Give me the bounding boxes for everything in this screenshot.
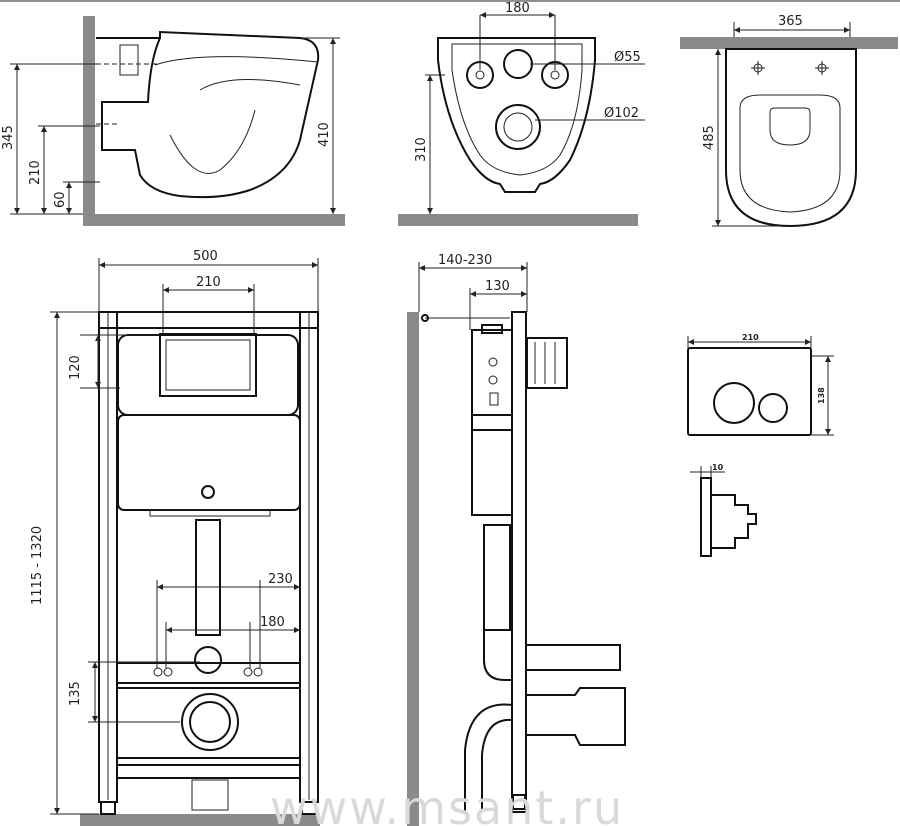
- front-bowl-view: 180 Ø55 Ø102 310: [398, 1, 645, 226]
- dim-plate-210: 210: [742, 333, 759, 342]
- dim-plate-10: 10: [712, 463, 724, 472]
- dim-140-230: 140-230: [438, 253, 492, 268]
- dim-410: 410: [317, 122, 332, 147]
- dim-60: 60: [53, 191, 68, 208]
- dim-dia102: Ø102: [604, 106, 639, 121]
- dim-345: 345: [1, 125, 16, 150]
- dim-135: 135: [68, 681, 83, 706]
- dim-500: 500: [193, 249, 218, 264]
- dim-plate-138: 138: [817, 387, 826, 404]
- dim-210: 210: [28, 160, 43, 185]
- dim-180-frame: 180: [260, 615, 285, 630]
- dim-210-frame: 210: [196, 275, 221, 290]
- dim-dia55: Ø55: [614, 50, 641, 65]
- dim-310: 310: [414, 137, 429, 162]
- frame-side-view: 140-230 130: [407, 253, 626, 826]
- dim-120: 120: [68, 355, 83, 380]
- dim-180-top: 180: [505, 1, 530, 16]
- dim-130: 130: [485, 279, 510, 294]
- dim-485: 485: [702, 125, 717, 150]
- dim-1115-1320: 1115 - 1320: [30, 526, 45, 605]
- frame-front-view: 500 210 120 1115 - 1320 230 180 135: [30, 249, 320, 826]
- side-bowl-view: 345 210 60 410: [1, 16, 345, 226]
- dim-365: 365: [778, 14, 803, 29]
- flush-plate-view: 210 138 10: [687, 333, 834, 557]
- watermark: www.msant.ru: [270, 781, 624, 826]
- top-bowl-view: 365 485: [680, 14, 898, 228]
- dim-230: 230: [268, 572, 293, 587]
